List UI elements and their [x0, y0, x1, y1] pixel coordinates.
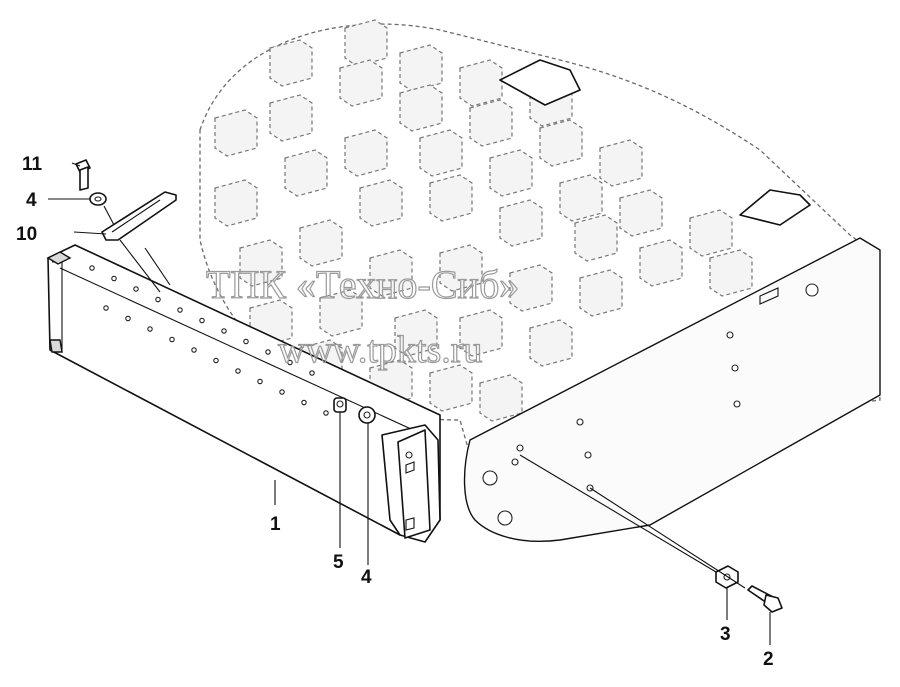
- padfoot-drum-ghost: [199, 19, 881, 456]
- drum-pad: [344, 129, 388, 177]
- drum-pad: [359, 179, 403, 227]
- callout-11: 11: [22, 154, 43, 175]
- drum-pad: [369, 249, 413, 297]
- drum-pad: [269, 39, 313, 87]
- drum-pad: [639, 239, 683, 287]
- bolt-11: [75, 159, 91, 191]
- callout-1: 1: [270, 514, 281, 535]
- drum-pad: [599, 139, 643, 187]
- drum-pad: [429, 364, 473, 412]
- bar-hole: [287, 359, 293, 366]
- bar-hole: [111, 275, 117, 282]
- bar-hole: [89, 265, 95, 271]
- drum-pad: [399, 44, 443, 92]
- scraper-tooth: [101, 191, 177, 241]
- bar-hole: [221, 328, 227, 334]
- watermark: ТПК «Техно-Сиб» www.tpkts.ru: [205, 261, 520, 371]
- nut-4-top: [89, 192, 107, 206]
- callout-4-top: 4: [26, 190, 37, 211]
- bar-hole: [243, 338, 249, 345]
- drum-pad: [509, 264, 553, 312]
- drum-pad: [344, 19, 388, 67]
- bar-hole: [301, 399, 307, 406]
- callout-2: 2: [763, 649, 774, 670]
- bar-hole: [147, 326, 153, 332]
- drum-pad: [299, 219, 343, 267]
- bar-hole: [235, 368, 241, 374]
- bar-hole: [177, 307, 183, 313]
- drum-pad: [489, 149, 533, 197]
- drum-pad: [239, 239, 283, 287]
- drum-pad: [394, 309, 438, 357]
- scraper-end-bracket: [381, 424, 441, 543]
- drum-pad: [469, 99, 513, 147]
- bar-hole: [213, 357, 219, 364]
- callout-5: 5: [333, 552, 344, 573]
- drum-pad: [214, 109, 258, 157]
- drum-pad: [529, 319, 573, 367]
- drum-pad: [709, 249, 753, 297]
- drum-pad: [619, 189, 663, 237]
- leader-lines: [48, 162, 771, 645]
- bar-hole: [169, 336, 175, 343]
- bar-hole: [279, 389, 285, 395]
- drum-pad: [284, 149, 328, 197]
- drum-pad: [479, 374, 523, 422]
- callout-4-bar: 4: [361, 567, 372, 588]
- drum-pad: [439, 244, 483, 292]
- drum-pad: [499, 199, 543, 247]
- bar-hole: [133, 286, 139, 292]
- drum-pad: [574, 214, 618, 262]
- bar-hole: [265, 349, 271, 355]
- bar-hole: [155, 296, 161, 303]
- watermark-company: ТПК «Техно-Сиб»: [206, 262, 519, 307]
- drum-pad: [459, 59, 503, 107]
- drum-pad: [319, 289, 363, 337]
- callout-10: 10: [16, 224, 37, 245]
- drum-pad: [459, 309, 503, 357]
- bar-hole: [199, 317, 205, 324]
- drum-pad: [339, 59, 383, 107]
- drum-pad: [269, 94, 313, 142]
- bolt-2: [747, 585, 783, 613]
- drum-pad: [689, 209, 733, 257]
- callout-3: 3: [720, 624, 731, 645]
- bar-hole: [125, 315, 131, 322]
- bushing-5: [333, 397, 347, 413]
- bar-hole: [309, 370, 315, 376]
- watermark-url: www.tpkts.ru: [278, 329, 482, 371]
- drum-pad: [429, 174, 473, 222]
- drum-pad: [579, 269, 623, 317]
- callouts: 11 4 10 1 5 4 3 2: [16, 154, 774, 670]
- nut-4-bar: [358, 406, 376, 424]
- drum-pad: [419, 129, 463, 177]
- bar-hole: [323, 410, 329, 416]
- drum-pad: [399, 84, 443, 132]
- bar-hole: [191, 347, 197, 353]
- side-frame-plate: [463, 59, 881, 542]
- drum-pad: [214, 179, 258, 227]
- drum-pad: [559, 174, 603, 222]
- drum-pad: [539, 119, 583, 167]
- bar-hole: [103, 305, 109, 311]
- bar-hole: [257, 378, 263, 385]
